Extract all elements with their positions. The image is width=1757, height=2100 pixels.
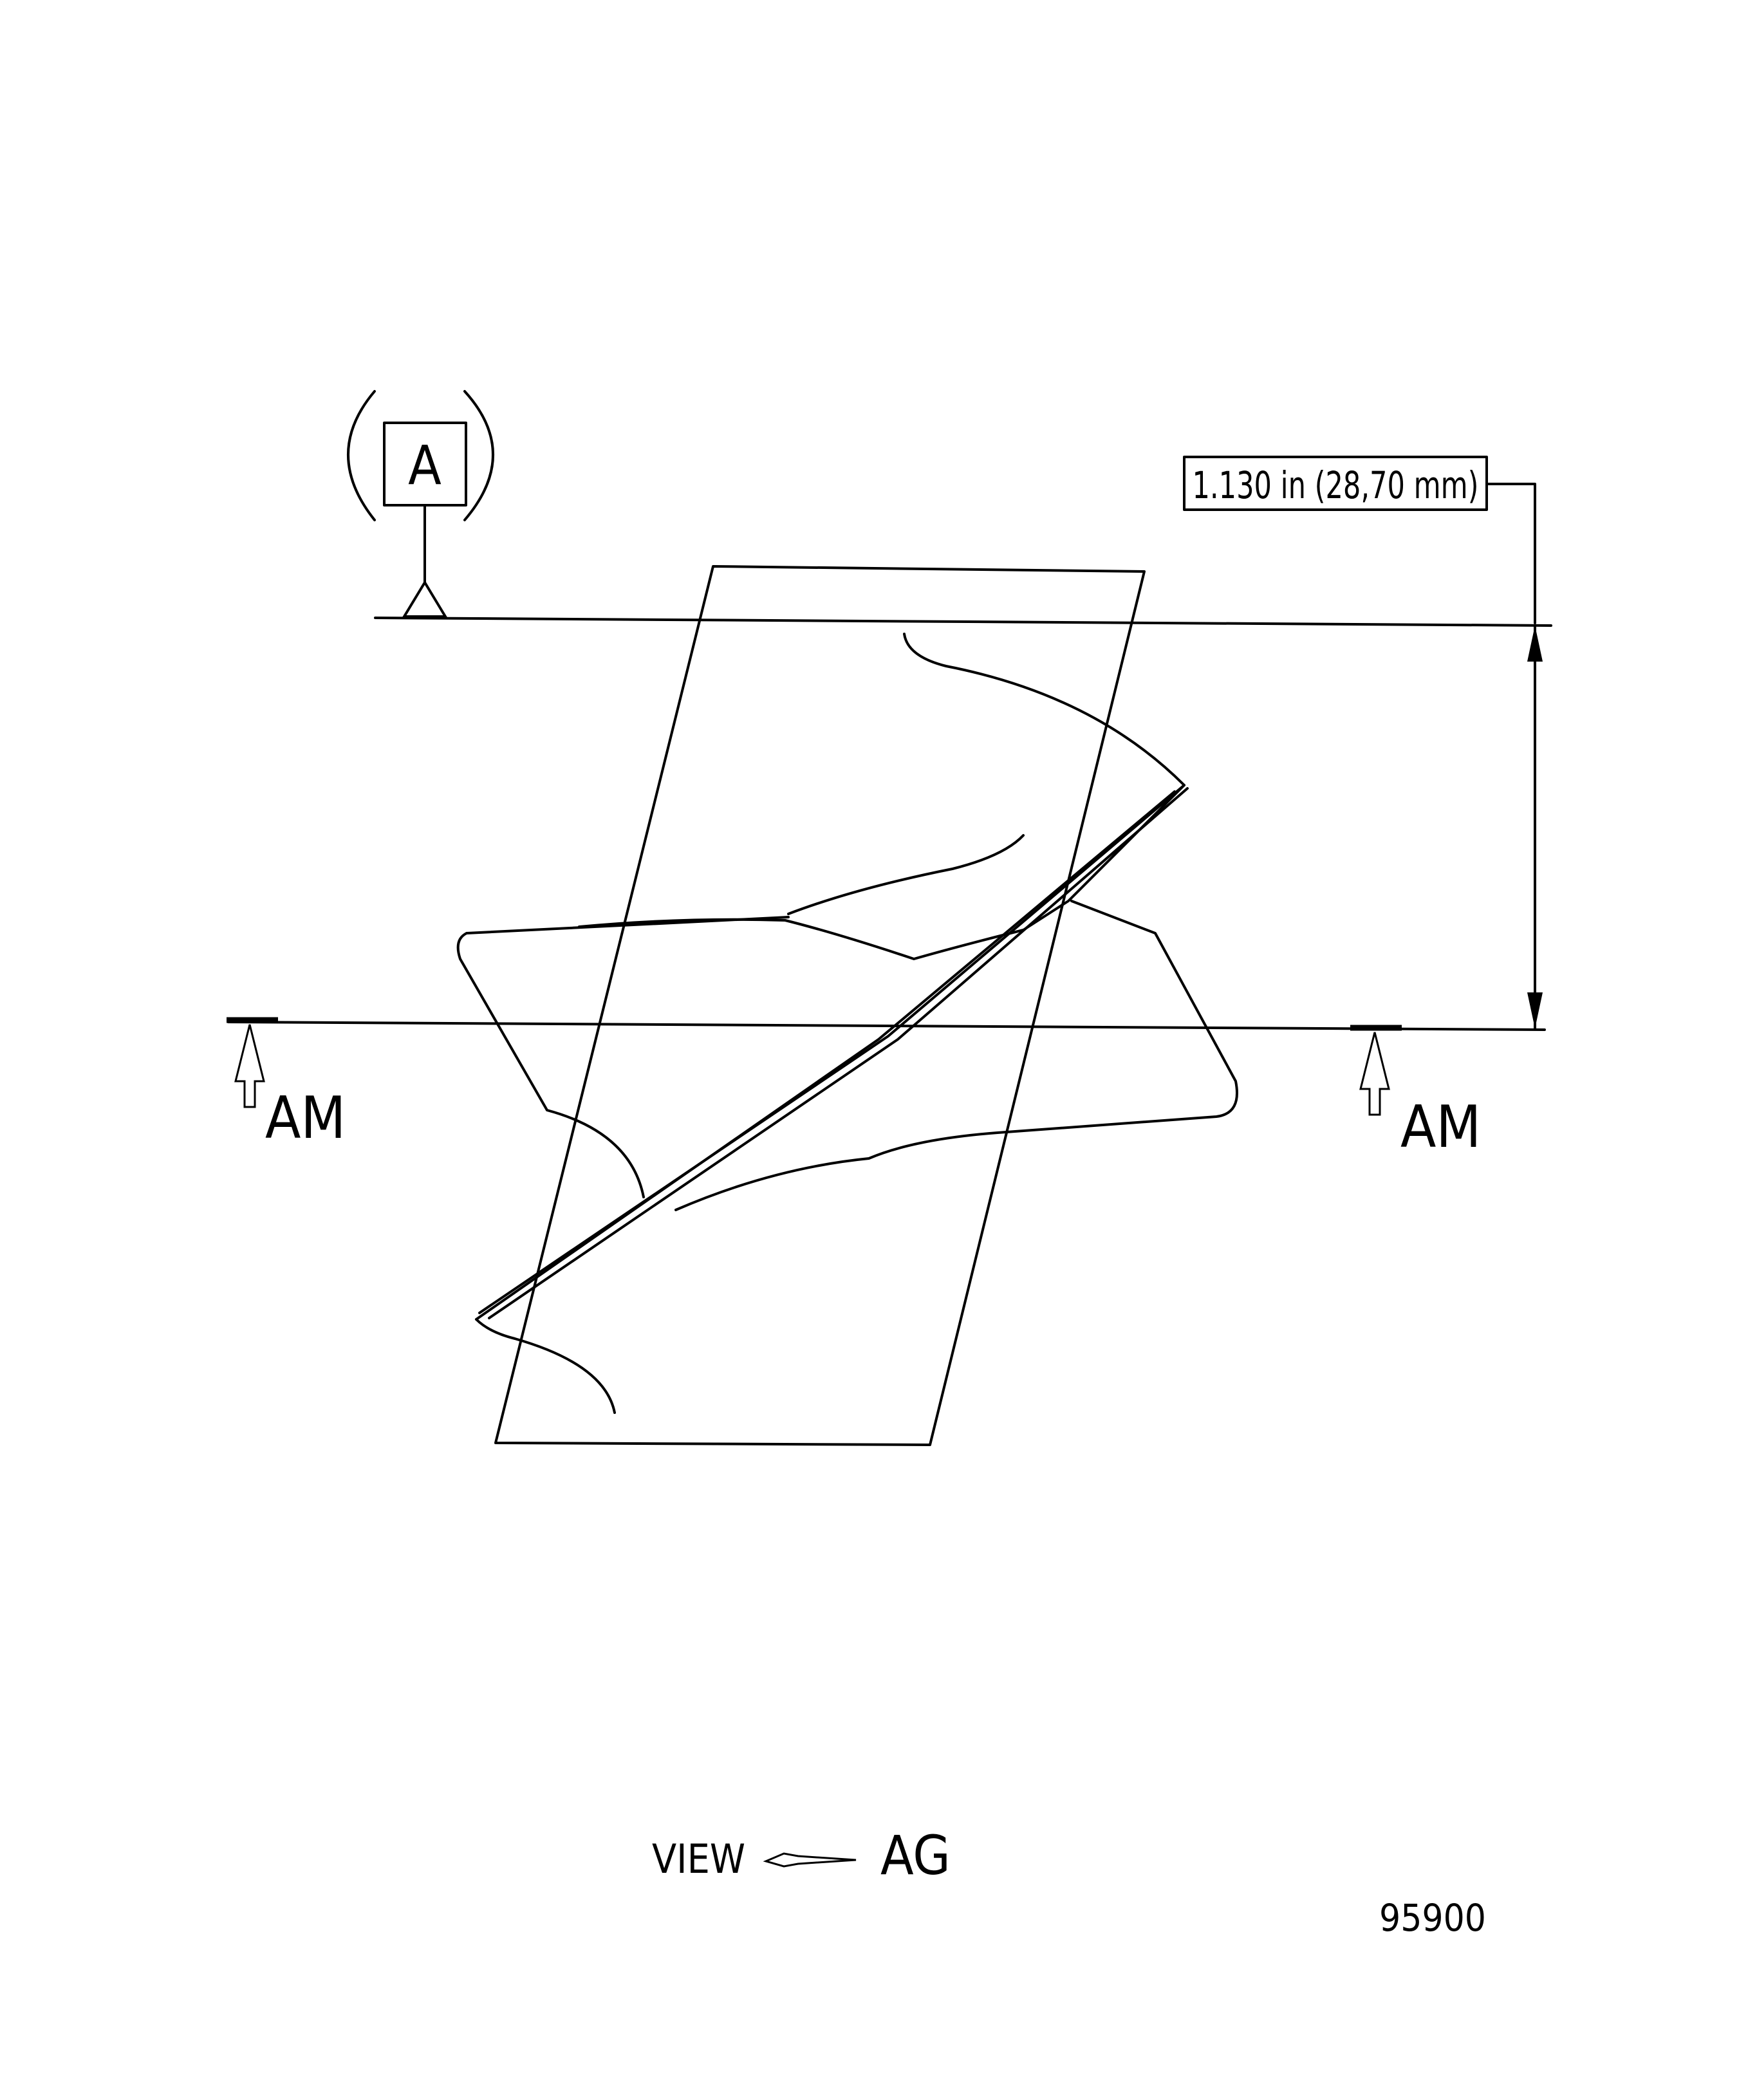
upper-blade-inner [787,834,1025,915]
dimension: 1.130 in (28,70 mm) [1183,456,1543,1030]
section-mark-left-label: AM [265,1084,346,1152]
section-mark-left: AM [227,1017,346,1152]
datum-right-paren [463,390,494,521]
datum-reference-line [374,617,1552,627]
lower-blade [475,1318,616,1414]
view-arrow-icon [763,1852,857,1868]
section-mark-right: AM [1350,1025,1481,1161]
arrow-up-icon [234,1024,265,1108]
helix-edge-2 [475,790,1176,1321]
view-prefix: VIEW [652,1835,745,1882]
view-target: AG [880,1824,951,1887]
part-outline [456,565,1238,1446]
dimension-arrow-bottom [1527,992,1543,1028]
figure-number: 95900 [1379,1896,1486,1940]
middle-plate [456,916,790,1198]
dimension-leader [1485,483,1536,624]
dimension-arrow-top [1527,626,1543,662]
arrow-up-icon [1359,1032,1390,1116]
middle-plate-right [674,900,1238,1211]
section-reference-line [227,1021,1546,1031]
dimension-label: 1.130 in (28,70 mm) [1193,463,1479,507]
datum-triangle [402,580,448,618]
datum-symbol: A [347,390,494,618]
helix-edge-1 [478,784,1185,1314]
view-label: VIEW AG [652,1824,951,1887]
helix-edge-3 [488,787,1189,1319]
datum-left-paren [347,390,376,521]
section-mark-right-label: AM [1400,1093,1481,1161]
datum-letter: A [408,434,442,497]
body-outline [494,565,1146,1446]
